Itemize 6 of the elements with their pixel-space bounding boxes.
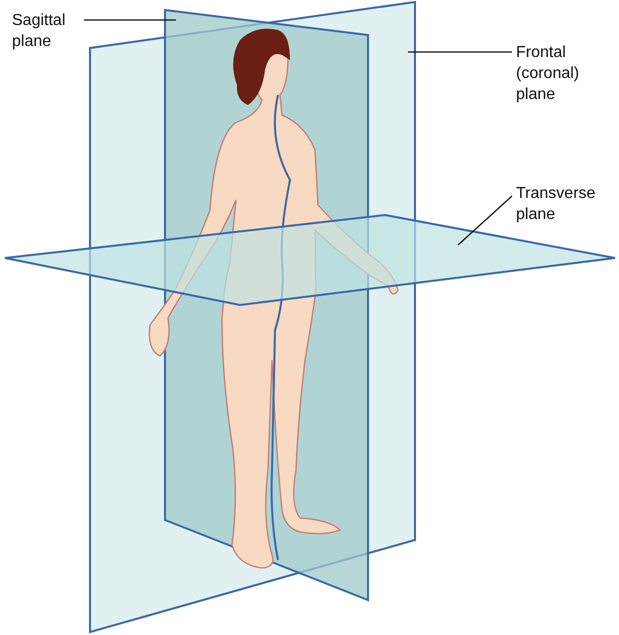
plane-label: Sagittal plane	[12, 10, 82, 52]
leader-line	[458, 196, 512, 246]
leader-line	[84, 19, 176, 21]
plane-label: Frontal (coronal) plane	[516, 42, 606, 105]
leader-line	[408, 51, 512, 53]
plane-label: Transverse plane	[516, 183, 606, 225]
